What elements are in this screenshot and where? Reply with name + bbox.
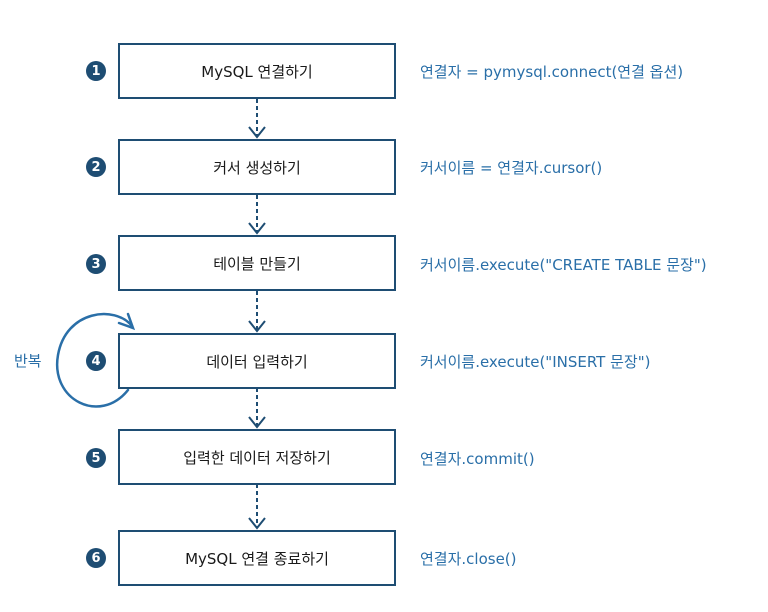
step-code-5: 연결자.commit() [420, 450, 535, 468]
step-number-2: 2 [86, 157, 106, 177]
step-box-3: 테이블 만들기 [118, 235, 396, 291]
step-number-3: 3 [86, 254, 106, 274]
step-number-1: 1 [86, 61, 106, 81]
arrowhead-4-5 [248, 416, 266, 429]
arrowhead-2-3 [248, 222, 266, 235]
step-number-4: 4 [86, 351, 106, 371]
step-number-5: 5 [86, 448, 106, 468]
arrowhead-3-4 [248, 320, 266, 333]
step-box-1: MySQL 연결하기 [118, 43, 396, 99]
step-label-3: 테이블 만들기 [213, 254, 301, 273]
repeat-loop-arrowhead [117, 312, 136, 331]
step-label-5: 입력한 데이터 저장하기 [183, 448, 331, 467]
step-code-2: 커서이름 = 연결자.cursor() [420, 159, 603, 177]
step-code-6: 연결자.close() [420, 550, 517, 568]
step-code-1: 연결자 = pymysql.connect(연결 옵션) [420, 63, 684, 81]
repeat-label: 반복 [14, 352, 42, 370]
step-code-4: 커서이름.execute("INSERT 문장") [420, 353, 651, 371]
step-box-5: 입력한 데이터 저장하기 [118, 429, 396, 485]
step-box-4: 데이터 입력하기 [118, 333, 396, 389]
step-number-6: 6 [86, 548, 106, 568]
step-label-2: 커서 생성하기 [213, 158, 301, 177]
arrowhead-1-2 [248, 126, 266, 139]
repeat-loop-arrow [55, 312, 134, 408]
step-code-3: 커서이름.execute("CREATE TABLE 문장") [420, 256, 707, 274]
step-label-4: 데이터 입력하기 [206, 352, 308, 371]
step-box-2: 커서 생성하기 [118, 139, 396, 195]
step-label-1: MySQL 연결하기 [201, 62, 313, 81]
arrowhead-5-6 [248, 517, 266, 530]
step-label-6: MySQL 연결 종료하기 [185, 549, 329, 568]
step-box-6: MySQL 연결 종료하기 [118, 530, 396, 586]
